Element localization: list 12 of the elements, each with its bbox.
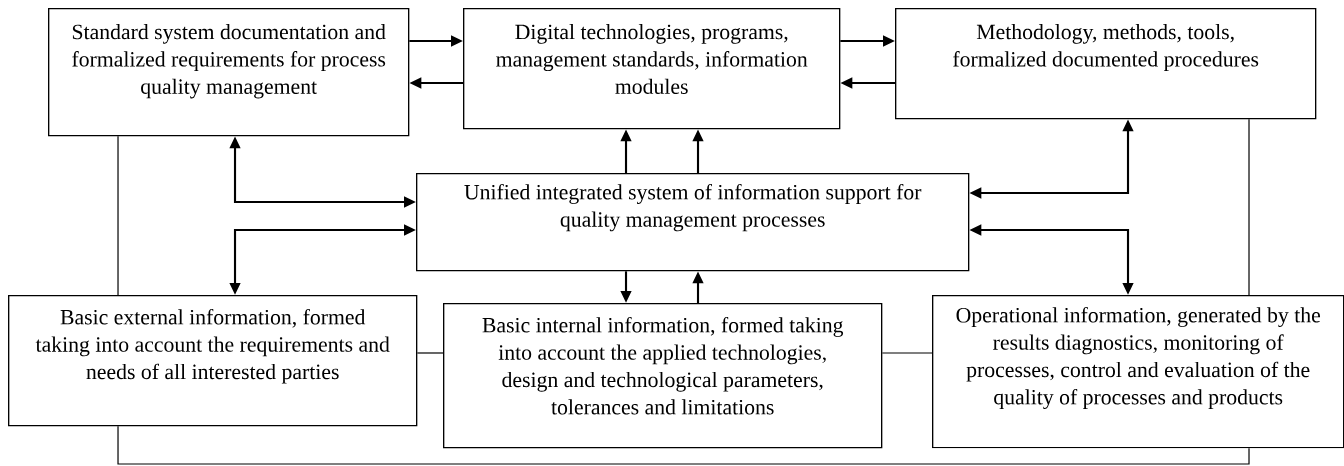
connector-line	[117, 425, 1250, 465]
connector-line	[881, 352, 933, 354]
process-box: Operational information, generated by the results diagnostics, monitoring of processes, control and evaluation of the quality of processes and products	[932, 295, 1344, 449]
process-box: Digital technologies, programs, management standards, information modules	[463, 8, 841, 130]
connector-line	[117, 135, 119, 296]
process-box: Basic external information, formed taking into account the requirements and needs of all interested parties	[8, 295, 418, 427]
process-box: Unified integrated system of information support for quality management processes	[416, 173, 970, 272]
process-box: Basic internal information, formed taking into account the applied technologies, design and technological parameters, tolerances and limitations	[443, 303, 883, 449]
connector-line	[416, 352, 444, 354]
connector-line	[1248, 118, 1250, 296]
process-box: Standard system documentation and formalized requirements for process quality management	[48, 8, 410, 137]
process-box: Methodology, methods, tools, formalized documented procedures	[895, 8, 1317, 120]
